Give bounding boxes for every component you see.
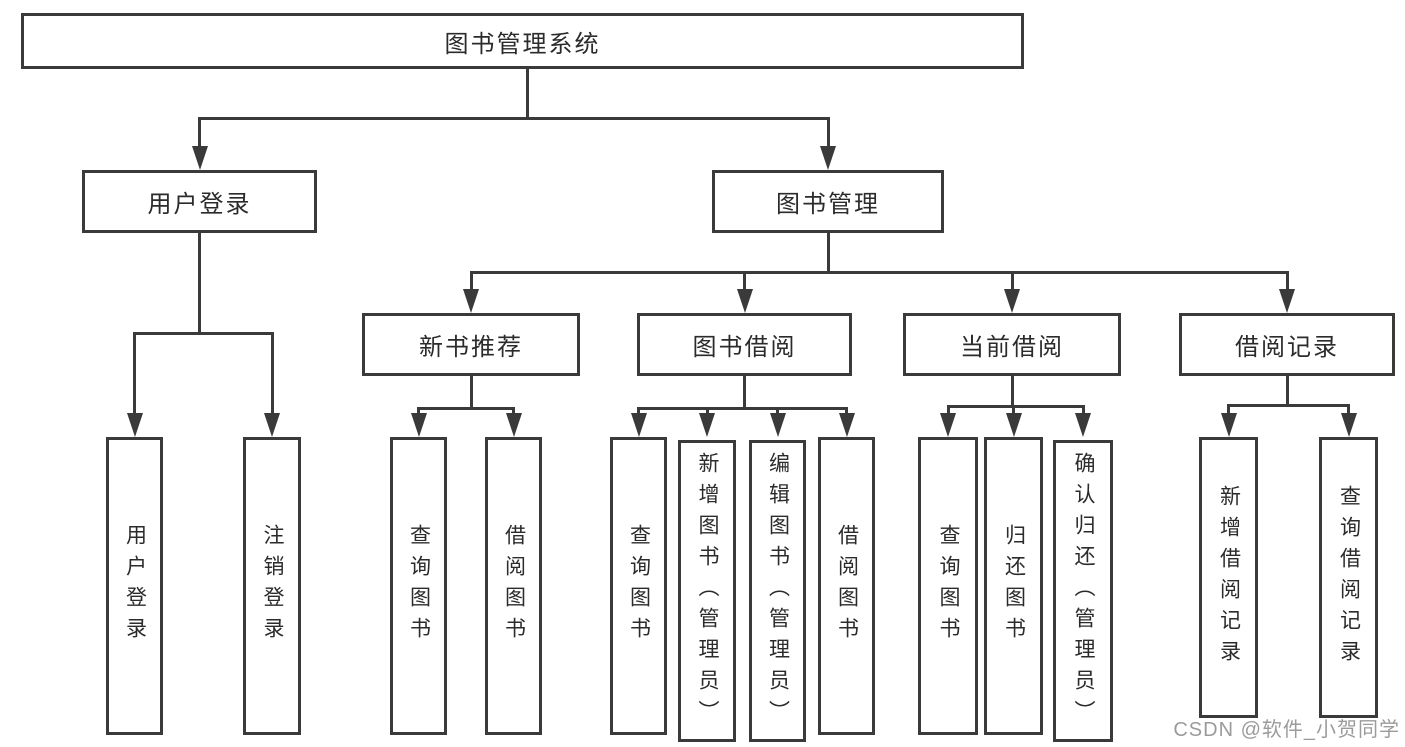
arrow-down-icon	[1005, 413, 1022, 437]
node-current-borrowing: 当前借阅	[903, 313, 1121, 376]
connector-branch	[1227, 403, 1350, 407]
arrow-down-icon	[1279, 289, 1295, 313]
leaf-confirm-return-admin: 确认归还（管理员）	[1053, 440, 1113, 742]
connector-stem	[525, 69, 529, 118]
connector-drop	[946, 404, 950, 418]
arrow-down-icon	[699, 413, 715, 437]
connector-stem	[1285, 376, 1289, 405]
leaf-borrow-books-1-label: 借阅图书	[502, 524, 526, 648]
leaf-add-books-admin: 新增图书（管理员）	[678, 440, 736, 742]
node-user-login: 用户登录	[82, 170, 317, 233]
leaf-query-books-3: 查询图书	[918, 437, 978, 735]
leaf-query-books-2-label: 查询图书	[627, 524, 651, 648]
leaf-user-login: 用户登录	[106, 437, 163, 735]
node-new-book-recommendation: 新书推荐	[362, 313, 580, 376]
arrow-down-icon	[940, 413, 956, 437]
connector-branch	[133, 331, 274, 335]
arrow-down-icon	[1075, 413, 1091, 437]
leaf-return-books-label: 归还图书	[1002, 524, 1026, 648]
leaf-query-borrow-record: 查询借阅记录	[1319, 437, 1378, 718]
arrow-down-icon	[769, 413, 786, 437]
leaf-user-login-label: 用户登录	[123, 524, 147, 648]
connector-stem	[743, 376, 746, 408]
leaf-return-books: 归还图书	[984, 437, 1043, 735]
leaf-add-borrow-record-label: 新增借阅记录	[1217, 484, 1241, 671]
arrow-down-icon	[410, 413, 427, 437]
arrow-down-icon	[1340, 413, 1357, 437]
leaf-borrow-books-2: 借阅图书	[818, 437, 875, 735]
arrow-down-icon	[463, 289, 479, 313]
watermark: CSDN @软件_小贺同学	[1173, 719, 1400, 741]
arrow-down-icon	[838, 413, 855, 437]
arrow-down-icon	[820, 146, 836, 170]
connector-branch	[417, 406, 515, 410]
arrow-down-icon	[630, 413, 647, 437]
leaf-add-books-admin-label: 新增图书（管理员）	[696, 451, 720, 731]
leaf-edit-books-admin: 编辑图书（管理员）	[749, 440, 806, 742]
connector-drop	[198, 116, 201, 151]
connector-branch	[946, 404, 1085, 408]
leaf-borrow-books-1: 借阅图书	[485, 437, 542, 735]
connector-drop	[705, 406, 709, 418]
connector-drop	[133, 331, 136, 418]
connector-drop	[1010, 270, 1014, 294]
arrow-down-icon	[736, 289, 753, 313]
connector-drop	[743, 270, 746, 294]
leaf-query-books-1: 查询图书	[390, 437, 447, 735]
node-borrowing-records: 借阅记录	[1179, 313, 1395, 376]
connector-drop	[512, 406, 515, 418]
arrow-down-icon	[264, 413, 280, 437]
connector-stem	[469, 376, 473, 408]
connector-drop	[270, 331, 274, 418]
leaf-query-books-1-label: 查询图书	[407, 524, 431, 648]
leaf-logout-label: 注销登录	[261, 524, 285, 648]
connector-drop	[776, 406, 779, 418]
node-book-borrowing: 图书借阅	[637, 313, 852, 376]
arrow-down-icon	[1220, 413, 1237, 437]
connector-branch	[198, 116, 830, 120]
arrow-down-icon	[1004, 289, 1020, 313]
leaf-borrow-books-2-label: 借阅图书	[835, 524, 859, 648]
connector-drop	[1285, 270, 1289, 294]
leaf-edit-books-admin-label: 编辑图书（管理员）	[766, 451, 790, 731]
leaf-query-books-2: 查询图书	[610, 437, 667, 735]
leaf-add-borrow-record: 新增借阅记录	[1199, 437, 1258, 718]
connector-drop	[1227, 403, 1230, 418]
node-library-system: 图书管理系统	[21, 13, 1024, 69]
connector-stem	[1010, 376, 1014, 406]
connector-drop	[1347, 403, 1350, 418]
arrow-down-icon	[505, 413, 522, 437]
arrow-down-icon	[191, 146, 208, 170]
node-book-management: 图书管理	[712, 170, 944, 233]
leaf-query-books-3-label: 查询图书	[937, 524, 961, 648]
leaf-query-borrow-record-label: 查询借阅记录	[1337, 484, 1361, 671]
connector-drop	[845, 406, 848, 418]
connector-drop	[1081, 404, 1085, 418]
connector-branch	[637, 406, 848, 410]
connector-drop	[1012, 404, 1015, 418]
leaf-confirm-return-admin-label: 确认归还（管理员）	[1072, 451, 1096, 731]
leaf-logout: 注销登录	[243, 437, 301, 735]
connector-stem	[826, 233, 830, 272]
arrow-down-icon	[126, 413, 143, 437]
connector-drop	[417, 406, 420, 418]
connector-branch	[469, 270, 1289, 274]
connector-drop	[469, 270, 473, 294]
connector-drop	[826, 116, 830, 151]
connector-stem	[198, 233, 201, 333]
connector-drop	[637, 406, 640, 418]
